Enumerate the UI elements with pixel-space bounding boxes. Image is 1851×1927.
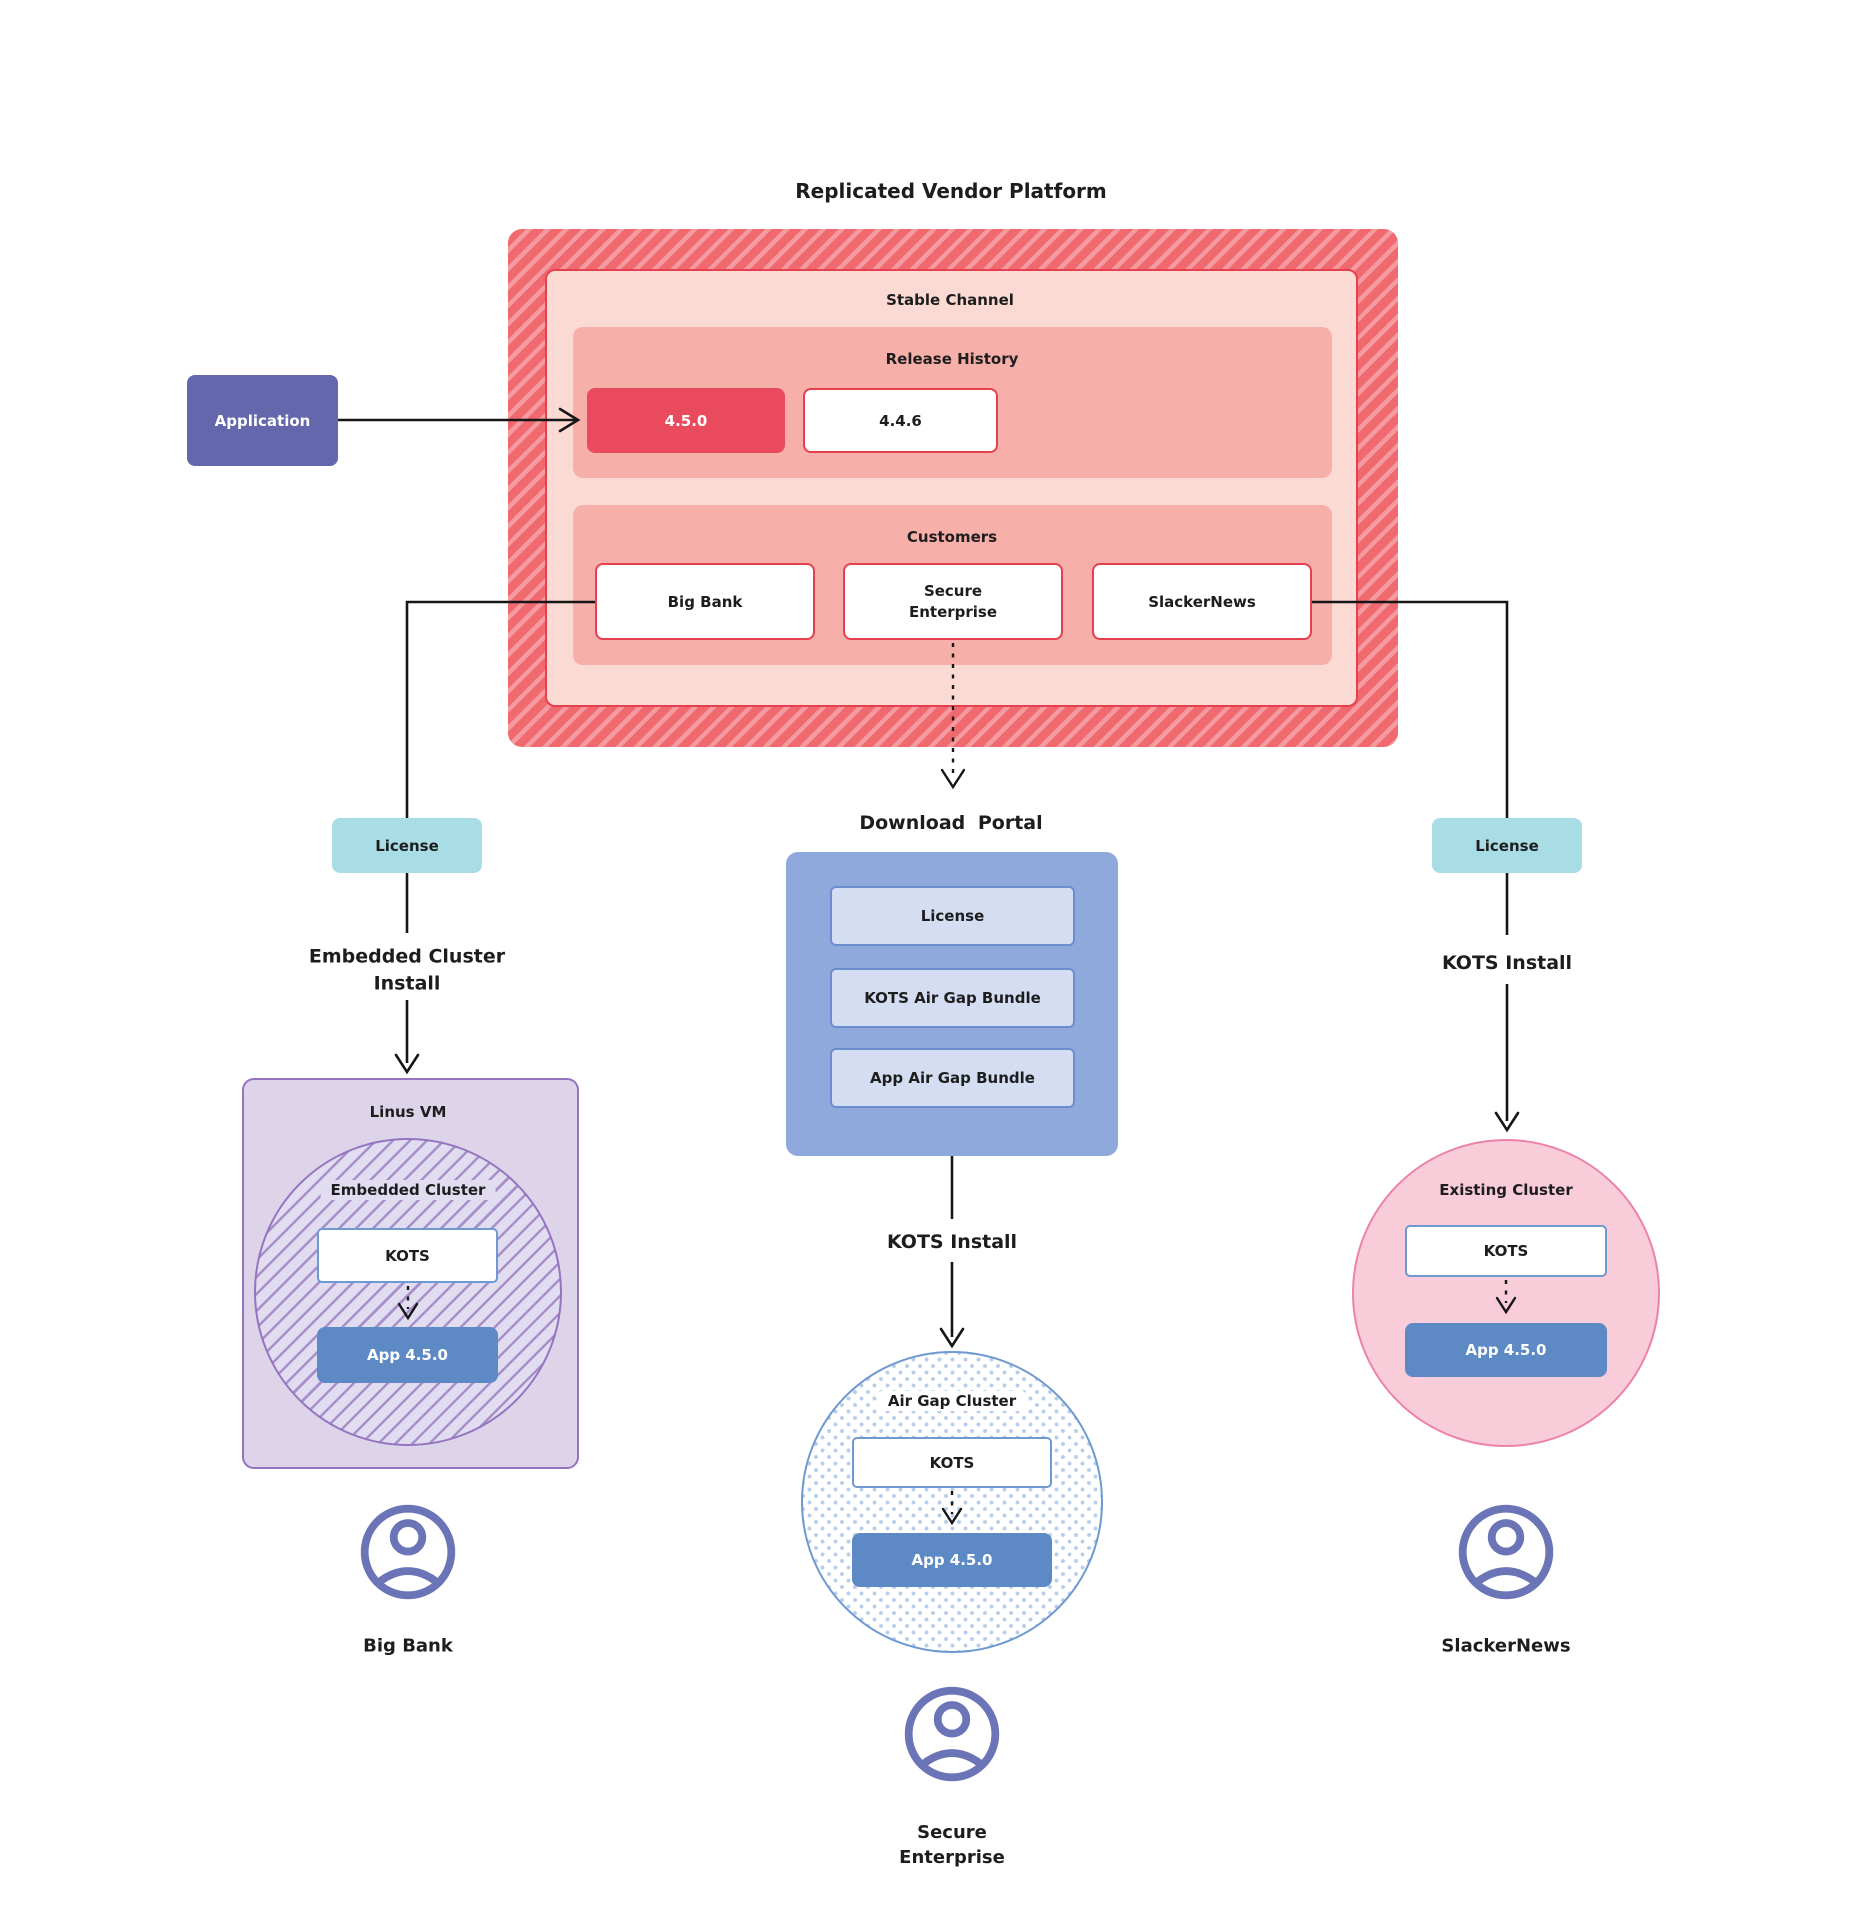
customer-secure-enterprise: Secure Enterprise bbox=[843, 563, 1063, 640]
portal-item-label: App Air Gap Bundle bbox=[870, 1069, 1035, 1087]
license-box-left: License bbox=[332, 818, 482, 873]
app-box-existing: App 4.5.0 bbox=[1405, 1323, 1607, 1377]
air-gap-cluster-label: Air Gap Cluster bbox=[877, 1391, 1027, 1411]
kots-label: KOTS bbox=[1483, 1242, 1529, 1260]
customer-big-bank: Big Bank bbox=[595, 563, 815, 640]
user-person-icon bbox=[1458, 1504, 1554, 1600]
diagram-title: Replicated Vendor Platform bbox=[795, 179, 1107, 203]
linus-vm-label: Linus VM bbox=[369, 1103, 447, 1121]
customer-name: Secure Enterprise bbox=[908, 581, 998, 621]
kots-label: KOTS bbox=[385, 1246, 430, 1265]
portal-item-app-bundle: App Air Gap Bundle bbox=[830, 1048, 1075, 1108]
portal-item-label: KOTS Air Gap Bundle bbox=[864, 989, 1041, 1007]
portal-item-kots-bundle: KOTS Air Gap Bundle bbox=[830, 968, 1075, 1028]
user-label-big-bank: Big Bank bbox=[363, 1635, 453, 1657]
customer-slackernews: SlackerNews bbox=[1092, 563, 1312, 640]
embedded-cluster-label: Embedded Cluster bbox=[320, 1180, 496, 1200]
kots-install-label-right: KOTS Install bbox=[1441, 952, 1573, 974]
app-label: App 4.5.0 bbox=[1465, 1341, 1547, 1359]
license-box-right: License bbox=[1432, 818, 1582, 873]
download-portal-title: Download Portal bbox=[859, 812, 1043, 834]
release-4-5-0: 4.5.0 bbox=[587, 388, 785, 453]
user-label-slackernews: SlackerNews bbox=[1441, 1635, 1571, 1657]
release-version: 4.5.0 bbox=[664, 411, 708, 430]
customer-name: Big Bank bbox=[667, 592, 743, 611]
portal-item-label: License bbox=[920, 907, 985, 925]
app-box-embedded: App 4.5.0 bbox=[317, 1327, 498, 1383]
customer-name: SlackerNews bbox=[1148, 592, 1256, 611]
existing-cluster-label: Existing Cluster bbox=[1439, 1181, 1573, 1199]
application-label: Application bbox=[214, 411, 311, 430]
application-box: Application bbox=[187, 375, 338, 466]
release-4-4-6: 4.4.6 bbox=[803, 388, 998, 453]
app-label: App 4.5.0 bbox=[366, 1346, 448, 1364]
kots-box-embedded: KOTS bbox=[317, 1228, 498, 1283]
release-history-label: Release History bbox=[885, 350, 1019, 368]
user-person-icon bbox=[360, 1504, 456, 1600]
license-label: License bbox=[375, 836, 439, 855]
kots-box-airgap: KOTS bbox=[852, 1437, 1052, 1488]
stable-channel-label: Stable Channel bbox=[886, 291, 1014, 309]
license-label: License bbox=[1475, 836, 1539, 855]
user-label-secure-enterprise: Secure Enterprise bbox=[899, 1821, 1005, 1868]
app-box-airgap: App 4.5.0 bbox=[852, 1533, 1052, 1587]
kots-install-label-middle: KOTS Install bbox=[886, 1231, 1018, 1253]
kots-box-existing: KOTS bbox=[1405, 1225, 1607, 1277]
user-person-icon bbox=[904, 1686, 1000, 1782]
app-label: App 4.5.0 bbox=[911, 1551, 993, 1569]
customers-label: Customers bbox=[906, 528, 998, 546]
embedded-cluster-install-label: Embedded Cluster Install bbox=[308, 945, 506, 994]
portal-item-license: License bbox=[830, 886, 1075, 946]
kots-label: KOTS bbox=[929, 1453, 975, 1472]
release-version: 4.4.6 bbox=[879, 411, 922, 430]
